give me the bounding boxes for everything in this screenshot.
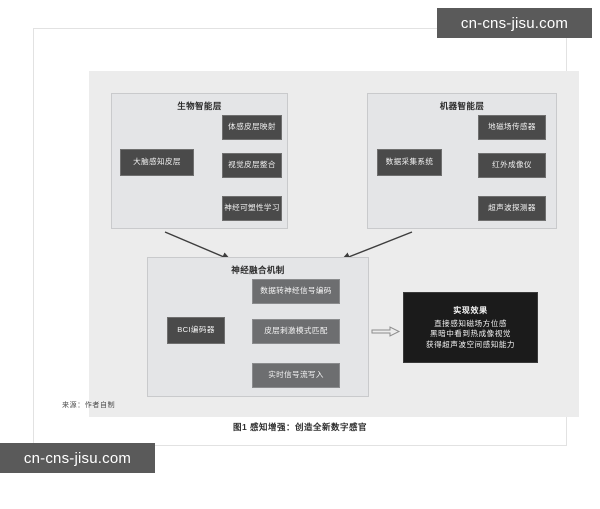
node-bci-encoder[interactable]: BCI编码器	[167, 317, 225, 344]
node-somatosensory-cortex-mapping[interactable]: 体感皮层映射	[222, 115, 282, 140]
node-data-acquisition-system[interactable]: 数据采集系统	[377, 149, 442, 176]
node-ultrasonic-detector[interactable]: 超声波探测器	[478, 196, 546, 221]
node-infrared-imager[interactable]: 红外成像仪	[478, 153, 546, 178]
node-neural-plasticity-learning[interactable]: 神经可塑性学习	[222, 196, 282, 221]
figure-caption: 图1 感知增强：创造全新数字感官	[232, 422, 368, 432]
figure-page: 生物智能层 大脑感知皮层 体感皮层映射 视觉皮层整合 神经可塑性学习 机器智能层…	[0, 8, 592, 473]
result-line-3: 获得超声波空间感知能力	[425, 339, 516, 349]
panel-fusion-title: 神经融合机制	[231, 265, 285, 275]
node-data-to-neural-signal-encoding[interactable]: 数据转神经信号编码	[252, 279, 340, 304]
node-geomagnetic-field-sensor[interactable]: 地磁场传感器	[478, 115, 546, 140]
source-note: 来源：作者自制	[62, 402, 116, 409]
result-title: 实现效果	[453, 305, 488, 315]
node-realtime-signal-stream-write[interactable]: 实时信号流写入	[252, 363, 340, 388]
result-line-2: 黑暗中看到热成像视觉	[430, 329, 511, 339]
result-line-1: 直接感知磁场方位感	[434, 318, 507, 328]
result-outcome-box: 实现效果 直接感知磁场方位感 黑暗中看到热成像视觉 获得超声波空间感知能力	[403, 292, 538, 363]
node-brain-sensory-cortex[interactable]: 大脑感知皮层	[120, 149, 194, 176]
panel-machine-title: 机器智能层	[439, 101, 485, 111]
node-visual-cortex-integration[interactable]: 视觉皮层整合	[222, 153, 282, 178]
node-cortical-stimulation-pattern-matching[interactable]: 皮层刺激模式匹配	[252, 319, 340, 344]
watermark-top: cn-cns-jisu.com	[437, 8, 592, 38]
figure-frame: 生物智能层 大脑感知皮层 体感皮层映射 视觉皮层整合 神经可塑性学习 机器智能层…	[33, 28, 579, 446]
watermark-bottom: cn-cns-jisu.com	[0, 443, 155, 473]
panel-biological-title: 生物智能层	[177, 101, 222, 111]
